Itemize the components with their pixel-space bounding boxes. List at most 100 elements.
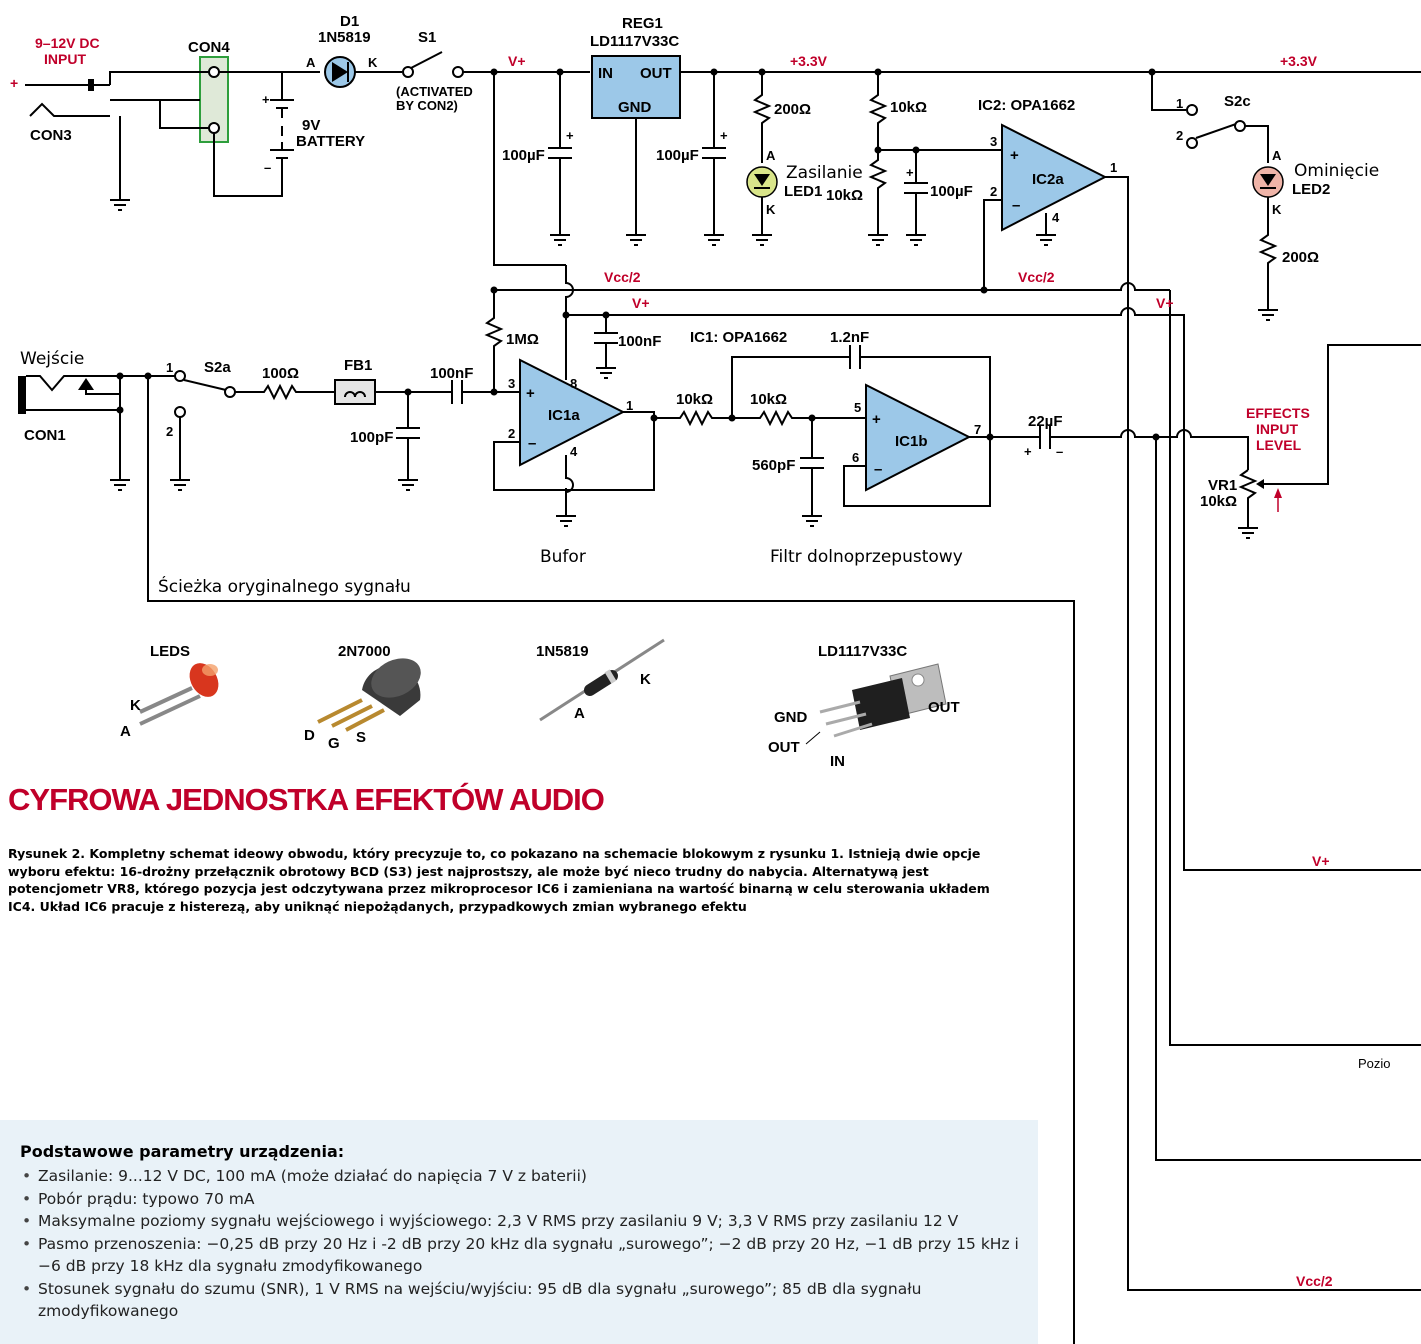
svg-text:22µF: 22µF (1028, 413, 1063, 430)
led-illustration: K A (120, 663, 219, 740)
svg-text:OUT: OUT (768, 739, 800, 756)
list-item: Pobór prądu: typowo 70 mA (20, 1188, 1022, 1211)
svg-text:CON1: CON1 (24, 427, 66, 444)
list-item: Stosunek sygnału do szumu (SNR), 1 V RMS… (20, 1278, 1022, 1323)
lowpass-filter: IC1: OPA1662 10kΩ 10kΩ 1.2nF 560pF + – I… (654, 329, 1030, 567)
svg-text:+: + (10, 75, 18, 91)
svg-text:Pozio: Pozio (1358, 1056, 1391, 1071)
specs-heading: Podstawowe parametry urządzenia: (20, 1142, 345, 1161)
svg-text:9–12V DC: 9–12V DC (35, 35, 100, 51)
svg-text:V+: V+ (508, 53, 526, 69)
cap-100u-in: + 100µF (502, 72, 574, 246)
transistor-illustration: D G S (304, 658, 421, 752)
svg-text:2: 2 (990, 184, 997, 199)
svg-text:3: 3 (990, 134, 997, 149)
svg-text:100pF: 100pF (350, 429, 393, 446)
svg-text:+: + (720, 128, 728, 143)
svg-text:1: 1 (1110, 160, 1117, 175)
cap-100n-bypass: 100nF (594, 315, 661, 379)
svg-text:IC1: OPA1662: IC1: OPA1662 (690, 329, 787, 346)
svg-text:Ścieżka oryginalnego sygnału: Ścieżka oryginalnego sygnału (158, 575, 411, 597)
list-item: Pasmo przenoszenia: −0,25 dB przy 20 Hz … (20, 1233, 1022, 1278)
switch-s2a: 1 2 S2a 100Ω (166, 359, 335, 491)
svg-text:Ominięcie: Ominięcie (1294, 161, 1379, 181)
svg-text:V+: V+ (632, 295, 650, 311)
svg-text:CON3: CON3 (30, 127, 72, 144)
svg-text:D: D (304, 727, 315, 744)
svg-text:560pF: 560pF (752, 457, 795, 474)
svg-text:D1: D1 (340, 13, 359, 30)
svg-text:+: + (262, 92, 270, 107)
svg-text:OUT: OUT (640, 65, 672, 82)
svg-text:1: 1 (626, 398, 633, 413)
svg-text:FB1: FB1 (344, 357, 372, 374)
svg-text:BATTERY: BATTERY (296, 133, 365, 150)
svg-text:1N5819: 1N5819 (318, 29, 371, 46)
switch-s1: S1 (ACTIVATED BY CON2) (396, 29, 590, 113)
svg-text:100nF: 100nF (430, 365, 473, 382)
svg-text:–: – (874, 461, 882, 478)
svg-text:5: 5 (854, 400, 861, 415)
svg-text:+: + (872, 411, 881, 428)
svg-text:10kΩ: 10kΩ (750, 391, 787, 408)
svg-text:2N7000: 2N7000 (338, 643, 391, 660)
svg-text:K: K (130, 697, 141, 714)
vcc-divider: 10kΩ 10kΩ + 100µF (826, 72, 995, 246)
svg-text:+3.3V: +3.3V (1280, 53, 1318, 69)
svg-text:100µF: 100µF (502, 147, 545, 164)
svg-text:K: K (368, 55, 378, 70)
battery: + – 9V BATTERY (262, 72, 365, 175)
svg-text:100nF: 100nF (618, 333, 661, 350)
svg-text:LED2: LED2 (1292, 181, 1330, 198)
list-item: Maksymalne poziomy sygnału wejściowego i… (20, 1210, 1022, 1233)
svg-text:V+: V+ (1312, 853, 1330, 869)
bypass-signal-path: Ścieżka oryginalnego sygnału (147, 376, 1075, 1344)
svg-text:10kΩ: 10kΩ (826, 187, 863, 204)
svg-text:1N5819: 1N5819 (536, 643, 589, 660)
con4-connector: CON4 (159, 39, 320, 197)
svg-text:100µF: 100µF (930, 183, 973, 200)
power-input: 9–12V DC INPUT + CON3 (10, 35, 200, 211)
regulator-reg1: REG1 LD1117V33C IN OUT GND (590, 15, 1421, 246)
svg-text:(ACTIVATED: (ACTIVATED (396, 84, 473, 99)
svg-text:+: + (566, 128, 574, 143)
svg-text:100Ω: 100Ω (262, 365, 299, 382)
svg-text:1: 1 (1176, 96, 1183, 111)
svg-text:–: – (1012, 197, 1020, 214)
svg-text:K: K (1272, 202, 1282, 217)
svg-text:OUT: OUT (928, 699, 960, 716)
svg-text:Zasilanie: Zasilanie (786, 163, 863, 183)
svg-text:BY CON2): BY CON2) (396, 98, 458, 113)
svg-text:100µF: 100µF (656, 147, 699, 164)
svg-text:S2c: S2c (1224, 93, 1251, 110)
input-jack-con1: Wejście CON1 (18, 349, 175, 491)
svg-text:S2a: S2a (204, 359, 231, 376)
svg-text:REG1: REG1 (622, 15, 663, 32)
svg-text:INPUT: INPUT (44, 51, 86, 67)
svg-text:4: 4 (570, 444, 578, 459)
svg-text:200Ω: 200Ω (1282, 249, 1319, 266)
svg-text:LEVEL: LEVEL (1256, 437, 1302, 453)
svg-text:3: 3 (508, 376, 515, 391)
svg-text:LD1117V33C: LD1117V33C (590, 33, 679, 50)
svg-text:2: 2 (166, 424, 173, 439)
svg-text:–: – (264, 160, 271, 175)
specs-box: Podstawowe parametry urządzenia: Zasilan… (0, 1120, 1038, 1344)
svg-text:A: A (766, 148, 776, 163)
svg-text:IC2a: IC2a (1032, 171, 1064, 188)
svg-text:Bufor: Bufor (540, 547, 586, 567)
svg-text:1.2nF: 1.2nF (830, 329, 869, 346)
svg-text:Vcc/2: Vcc/2 (1296, 1273, 1333, 1289)
svg-text:200Ω: 200Ω (774, 101, 811, 118)
figure-caption: Rysunek 2. Kompletny schemat ideowy obwo… (8, 846, 990, 914)
svg-text:+: + (1024, 444, 1032, 459)
svg-text:Wejście: Wejście (20, 349, 84, 369)
svg-text:GND: GND (774, 709, 808, 726)
svg-text:9V: 9V (302, 117, 320, 134)
svg-text:S1: S1 (418, 29, 436, 46)
svg-text:EFFECTS: EFFECTS (1246, 405, 1310, 421)
svg-text:LED1: LED1 (784, 183, 822, 200)
svg-text:VR1: VR1 (1208, 477, 1237, 494)
svg-text:A: A (120, 723, 131, 740)
svg-text:–: – (1056, 444, 1063, 459)
